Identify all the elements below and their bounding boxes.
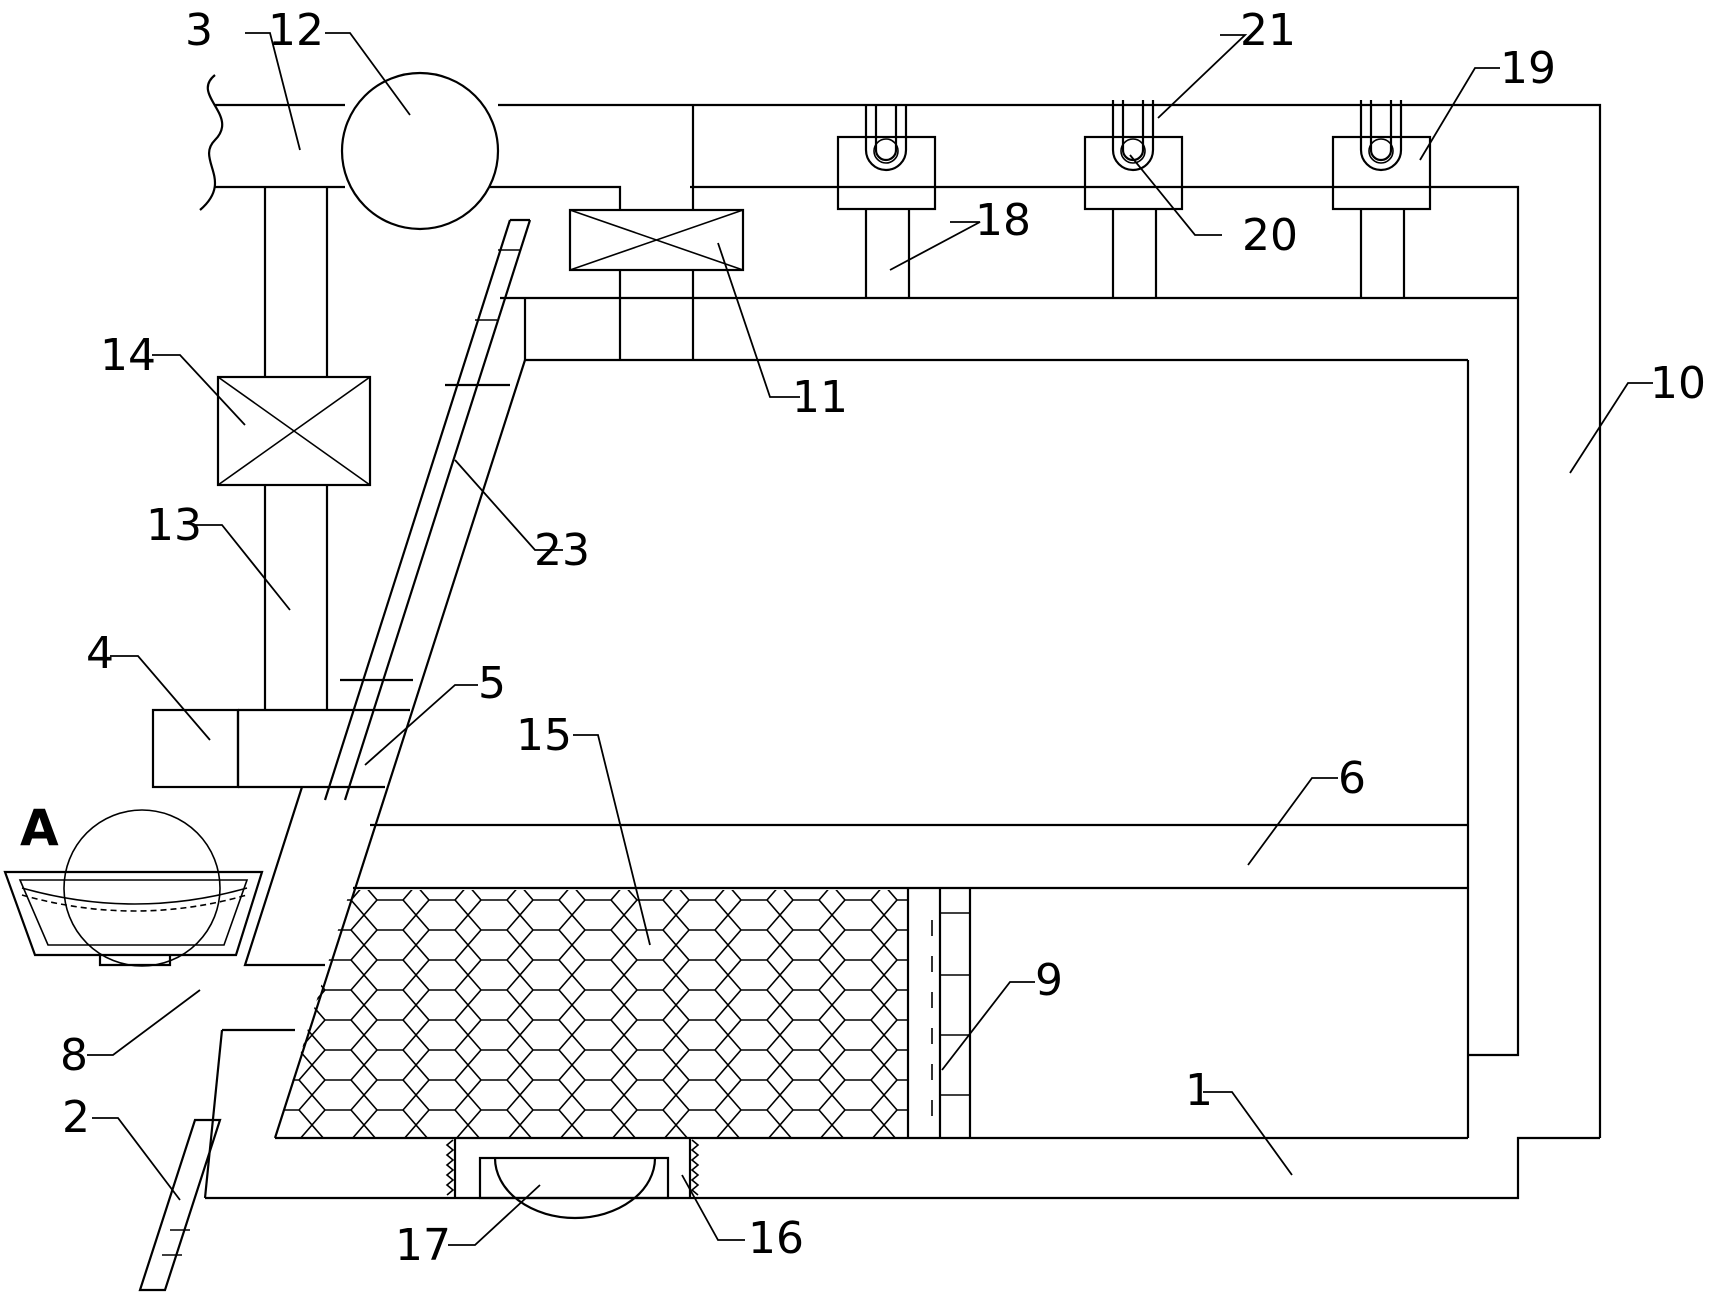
label-4: 4 [86,628,114,679]
dashed-screen [931,888,972,1138]
leader-lines [87,32,1653,1246]
label-17: 17 [395,1220,451,1271]
vertical-pipe-13 [263,187,329,710]
label-15: 15 [516,710,572,761]
spray-head-1 [836,105,937,298]
hex-filter [275,888,910,1138]
label-21: 21 [1240,5,1296,56]
valve-11 [568,105,745,360]
label-19: 19 [1500,43,1556,94]
label-10: 10 [1650,358,1706,409]
label-5: 5 [478,658,506,709]
label-18: 18 [975,195,1031,246]
label-13: 13 [146,500,202,551]
label-2: 2 [62,1092,90,1143]
label-16: 16 [748,1213,804,1264]
label-8: 8 [60,1030,88,1081]
slanted-inlet-plate [340,249,520,682]
label-A: A [20,799,59,857]
label-11: 11 [792,372,848,423]
label-1: 1 [1185,1065,1213,1116]
top-pipe [199,74,690,211]
label-6: 6 [1338,753,1366,804]
horizontal-partition [353,823,1468,890]
label-12: 12 [268,5,324,56]
spray-head-2 [1083,100,1184,298]
pump [340,71,500,231]
valve-14 [216,375,372,487]
label-9: 9 [1035,955,1063,1006]
labels: 3 12 21 19 18 20 11 10 14 13 4 5 23 15 6… [20,5,1706,1271]
drain-valve [445,1138,700,1220]
label-20: 20 [1242,210,1298,261]
label-14: 14 [100,330,156,381]
motor-box [151,708,410,789]
outlet-pipe [138,786,325,1292]
return-pipe [500,103,1602,1138]
label-3: 3 [185,5,213,56]
collector-tray [3,809,264,967]
label-23: 23 [534,525,590,576]
spray-head-3 [1331,100,1432,298]
